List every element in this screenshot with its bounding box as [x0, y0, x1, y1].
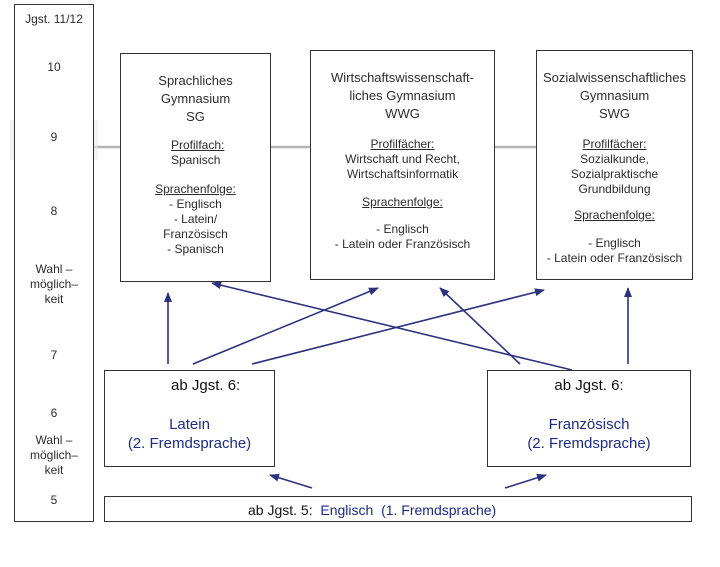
swg-title: Sozialwissenschaftliches Gymnasium SWG: [542, 70, 687, 121]
wahlmoeglichkeit-label-2: Wahl – möglich– keit: [29, 433, 79, 477]
grade-10: 10: [47, 60, 61, 74]
latein-text: Latein (2. Fremdsprache): [127, 416, 252, 452]
wwg-profil: Profilfächer: Wirtschaft und Recht, Wirt…: [345, 137, 460, 181]
sg-title: Sprachliches Gymnasium SG: [158, 73, 233, 124]
grade-column: [14, 4, 94, 522]
arrow-englisch-to-franz: [504, 473, 547, 489]
franz-heading: ab Jgst. 6:: [554, 377, 624, 394]
sg-sprachenfolge: Sprachenfolge: - Englisch - Latein/ Fran…: [155, 182, 236, 256]
branch-box-swg: Sozialwissenschaftliches Gymnasium SWG P…: [536, 50, 693, 280]
arrow-franz-to-wwg: [439, 287, 521, 365]
arrow-englisch-to-latein: [269, 473, 313, 489]
box-latein: ab Jgst. 6: Latein (2. Fremdsprache): [104, 370, 275, 467]
swg-profil: Profilfächer: Sozialkunde, Sozialpraktis…: [570, 137, 659, 196]
wwg-sprachenfolge: Sprachenfolge: - Englisch - Latein oder …: [334, 195, 471, 251]
grade-7: 7: [50, 348, 58, 362]
box-englisch: ab Jgst. 5: Englisch (1. Fremdsprache): [104, 496, 692, 522]
grade-header: Jgst. 11/12: [25, 12, 83, 26]
grade-9: 9: [50, 130, 58, 144]
arrow-latein-to-swg: [251, 288, 545, 365]
wahlmoeglichkeit-label-1: Wahl – möglich– keit: [29, 262, 79, 306]
branch-box-sg: Sprachliches Gymnasium SG Profilfach: Sp…: [120, 53, 271, 282]
branch-box-wwg: Wirtschaftswissenschaft- liches Gymnasiu…: [310, 50, 495, 280]
arrow-latein-to-wwg: [192, 287, 379, 365]
box-franzoesisch: ab Jgst. 6: Französisch (2. Fremdsprache…: [487, 370, 691, 467]
englisch-text: ab Jgst. 5: Englisch (1. Fremdsprache): [248, 502, 497, 518]
franz-text: Französisch (2. Fremdsprache): [527, 416, 651, 452]
sg-profil: Profilfach: Spanisch: [171, 138, 225, 167]
latein-heading: ab Jgst. 6:: [171, 377, 241, 394]
grade-6: 6: [50, 406, 58, 420]
grade-5: 5: [50, 493, 58, 507]
grade-8: 8: [50, 204, 58, 218]
wwg-title: Wirtschaftswissenschaft- liches Gymnasiu…: [330, 70, 475, 121]
swg-sprachenfolge: Sprachenfolge: - Englisch - Latein oder …: [546, 208, 683, 265]
